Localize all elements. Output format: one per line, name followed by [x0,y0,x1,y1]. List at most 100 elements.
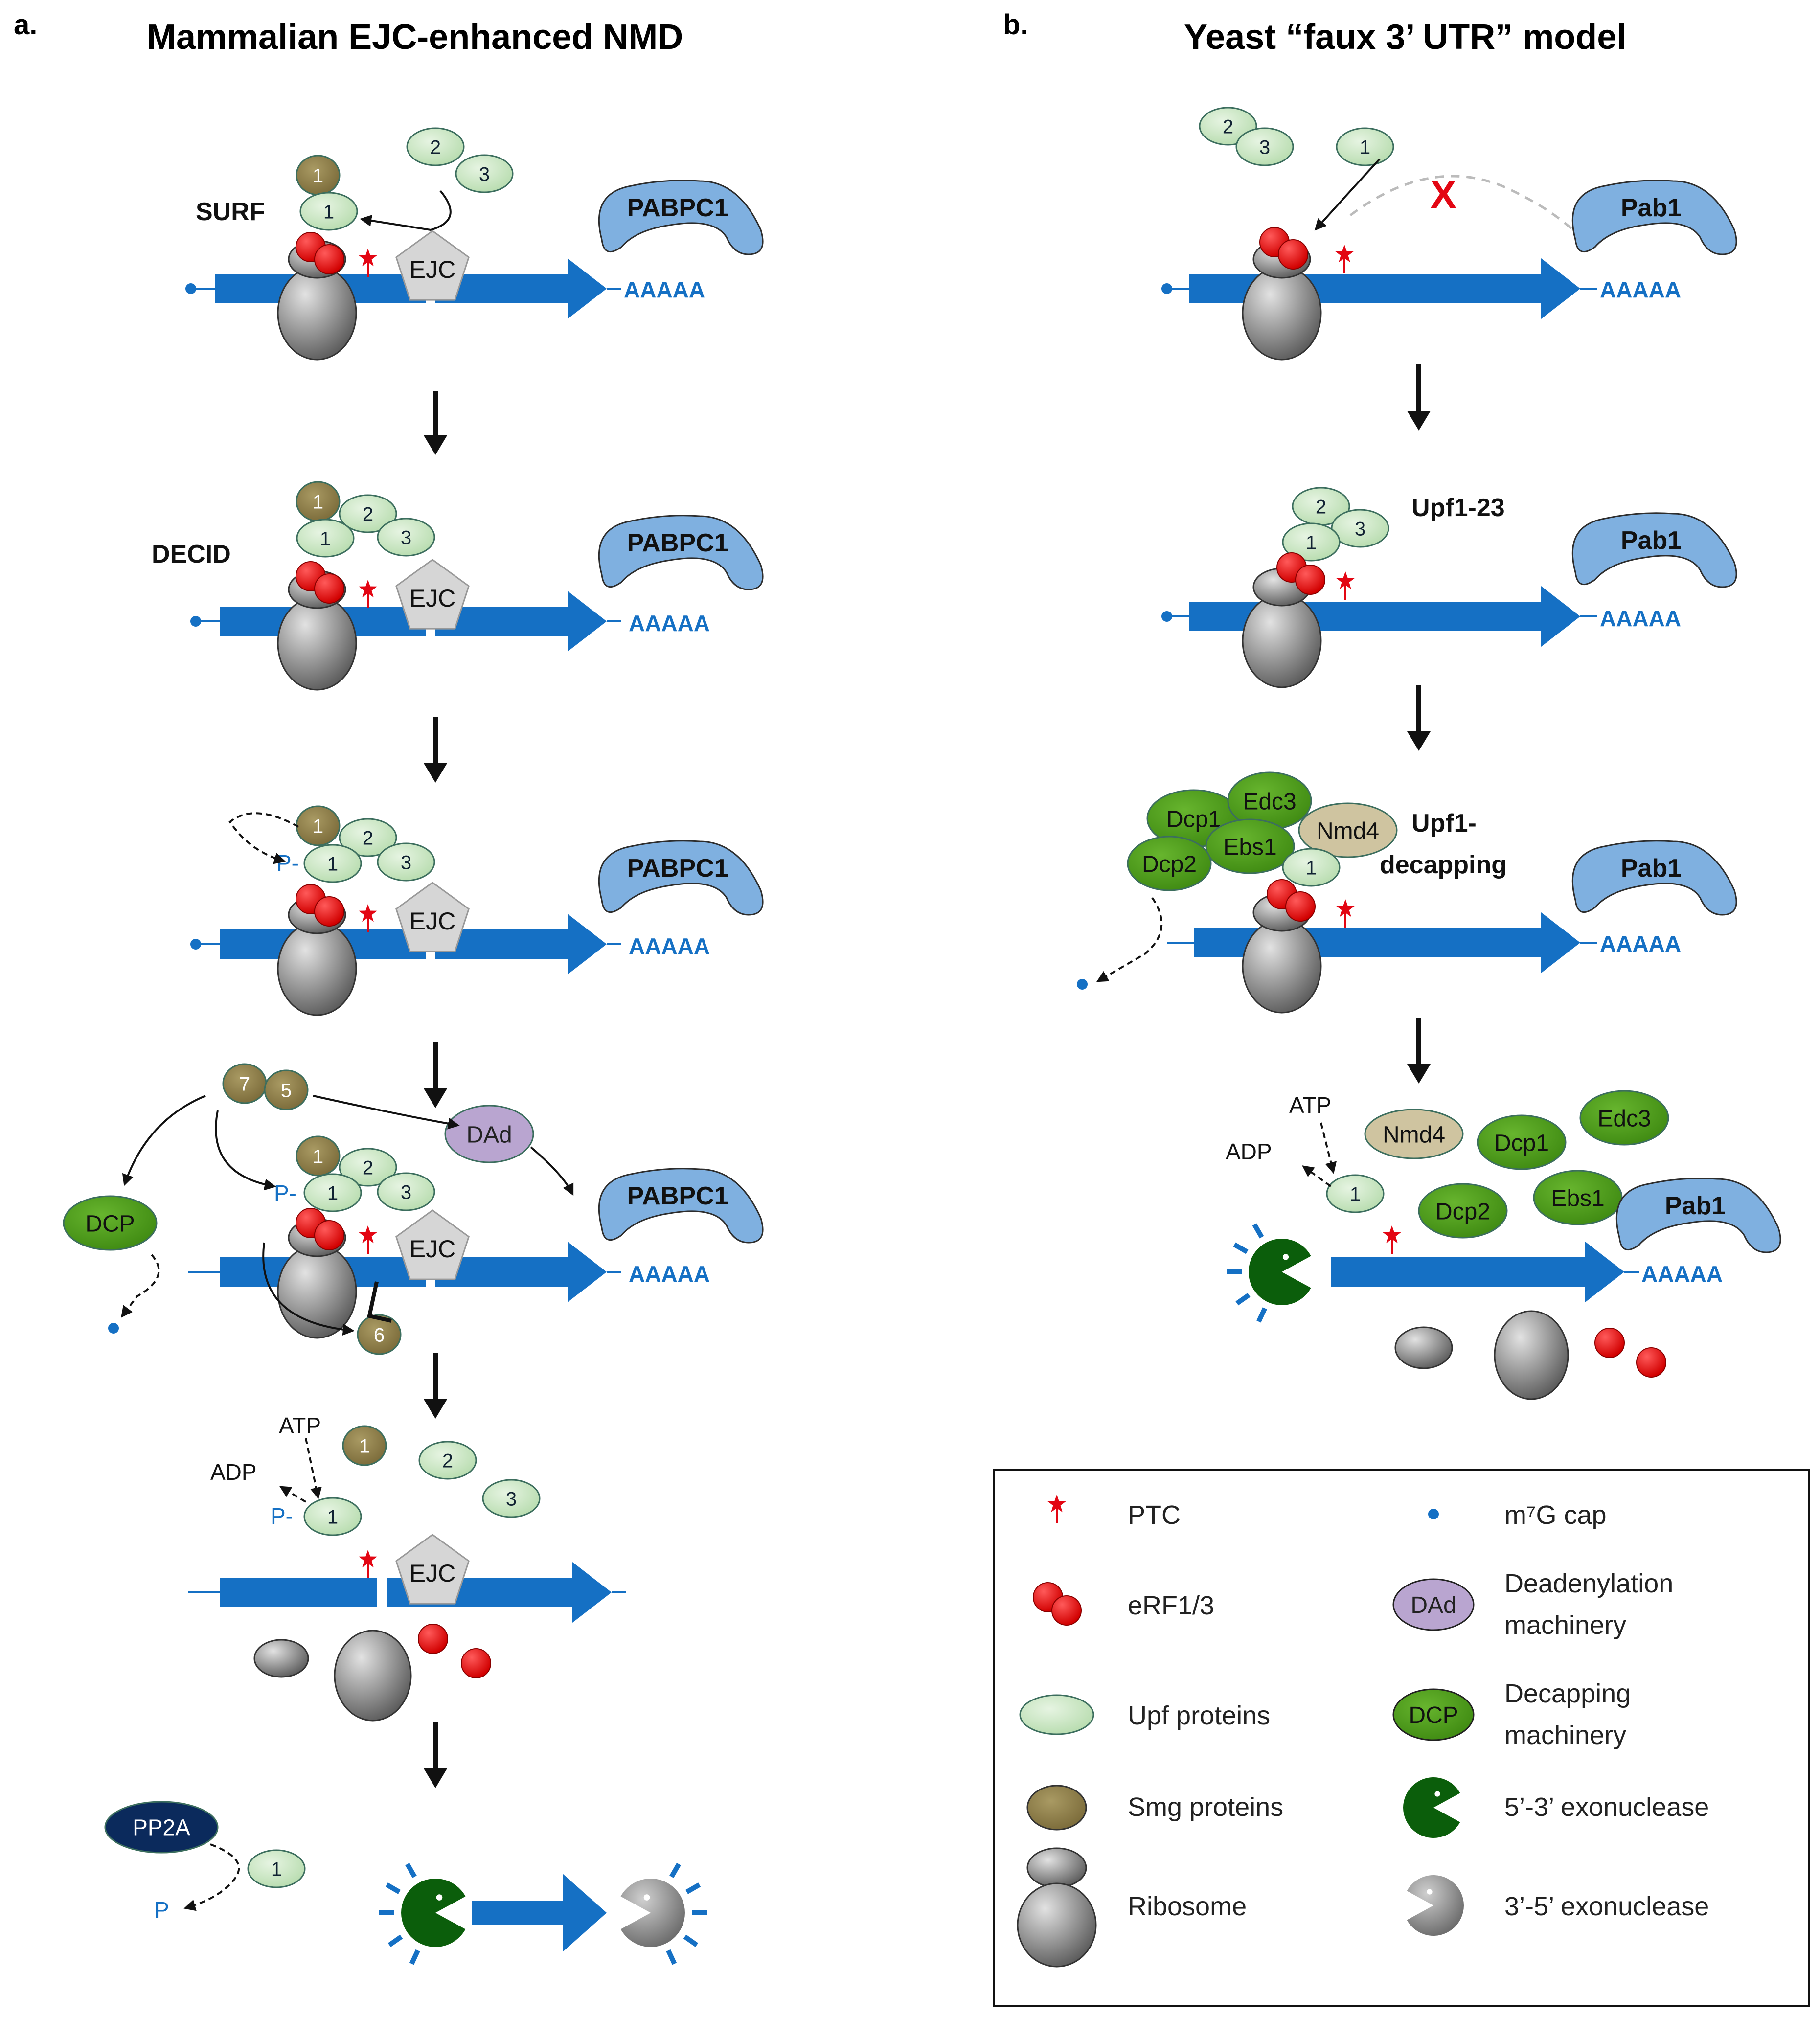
exonuclease-3to5-eye [643,1894,650,1901]
smg1-protein: 1 [342,1425,387,1466]
dcp2-protein-label: Dcp2 [1435,1199,1490,1224]
smg1-protein-label: 1 [359,1435,370,1457]
dad-complex-shape [444,1105,534,1163]
ptc-star-shape [1335,245,1354,263]
erf3 [1285,891,1316,922]
ribosome-large-subunit [1242,919,1322,1014]
ptc-star [359,1550,377,1578]
upf1-protein-shape [1282,848,1341,887]
upf2-protein-label: 2 [1316,496,1326,518]
pab1: Pab1 [1615,1178,1781,1253]
dad-to-pabp-arrow [530,1146,574,1196]
legend-dad-text: DAd [1410,1592,1456,1618]
mrna-body-3prime [435,591,607,652]
fragment [385,1882,401,1894]
nmd4-protein: Nmd4 [1298,802,1398,858]
mrna-body-3prime [435,914,607,975]
erf1 [418,1624,448,1654]
upf2-protein-shape [339,818,397,857]
legend-dcp-shape [1392,1688,1475,1741]
recruit-arrow [360,190,452,231]
upf1-protein-shape [296,519,355,558]
exonuclease-3to5-body [620,1879,685,1947]
edc3-protein: Edc3 [1579,1090,1669,1146]
pabp-shape [598,180,764,255]
ebs1-protein: Ebs1 [1205,818,1295,874]
legend-exo35-label: 3’-5’ exonuclease [1504,1892,1709,1921]
smg-to-upf1-arrow [215,1110,276,1191]
smg1-protein: 1 [296,155,341,196]
nmd4-protein-label: Nmd4 [1317,818,1379,844]
upf2-protein-label: 2 [363,827,373,849]
step-arrow [424,1042,447,1108]
pabp-label: PABPC1 [627,529,728,557]
legend-erf-label: eRF1/3 [1128,1591,1214,1620]
dcp2-protein: Dcp2 [1127,836,1212,891]
m7g-cap [1161,611,1172,622]
dad-complex-label: DAd [466,1122,512,1148]
step-arrow [424,717,447,783]
decapping-arrow [121,1254,160,1318]
upf1-protein-label: 1 [327,853,338,875]
upf1-protein: 1 [303,1497,362,1536]
upf3-protein-label: 3 [1259,136,1270,158]
legend-ribosome-small [1026,1847,1087,1888]
ejc-complex: EJC [395,882,470,952]
ejc-pentagon [395,1534,470,1605]
exonuclease-5to3-eye [1282,1254,1289,1260]
dcp2-protein-label: Dcp2 [1142,851,1197,877]
upf3-protein-shape [1235,127,1294,166]
fragment [1256,1307,1267,1323]
dcp2-protein-shape [1127,836,1212,891]
dad-complex: DAd [444,1105,534,1163]
smg1-protein-shape [296,1135,341,1177]
legend-dcp-label-2: machinery [1504,1721,1626,1750]
dcp1-protein-shape [1477,1114,1567,1170]
pab1-interaction-line [1349,175,1574,231]
erf1-3 [296,232,344,274]
pabp-shape [1571,180,1737,255]
phosphate-label: P [154,1897,169,1923]
ptc-star-shape [1336,571,1355,589]
ejc-pentagon [395,559,470,630]
pabp-shape [598,1168,764,1244]
upf1-protein: 1 [1282,848,1341,887]
polya-tail: AAAAA [1600,931,1681,956]
upf2-protein-label: 2 [363,1157,373,1178]
smg6-cleavage-mark [367,1281,392,1323]
adp-label: ADP [210,1459,257,1485]
ribosome-large-subunit [1242,266,1322,361]
fragment [666,1949,677,1965]
legend-dad-label-2: machinery [1504,1610,1626,1640]
mrna-strand [188,1562,626,1623]
adp-label: ADP [1226,1139,1272,1164]
dcp1-protein-label: Dcp1 [1494,1130,1549,1156]
upf2-protein: 2 [339,1148,397,1187]
edc3-protein-label: Edc3 [1597,1106,1651,1132]
ejc-pentagon [395,1209,470,1280]
smg1-protein: 1 [296,481,341,522]
pp2a-phosphatase-shape [104,1801,219,1854]
m7g-cap [108,1323,119,1334]
upf1-protein: 1 [1326,1174,1385,1213]
legend-ribosome-large [1017,1882,1097,1968]
ptc-star-shape [359,904,377,922]
panel-b-title: Yeast “faux 3’ UTR” model [1184,18,1626,57]
upf1-23-label: Upf1-23 [1411,494,1505,522]
ptc-star [359,1225,377,1254]
pabpc1: PABPC1 [598,515,764,590]
pabp-label: Pab1 [1665,1192,1726,1220]
ribosome-large-subunit [277,596,357,691]
ejc-pentagon [395,882,470,952]
panel-a-title: Mammalian EJC-enhanced NMD [147,18,683,57]
ptc-star-shape [359,580,377,598]
smg-to-dcp-arrow [122,1095,206,1186]
upf1-protein-shape [303,1173,362,1212]
erf1-3 [1267,879,1316,922]
upf1-protein-label: 1 [320,528,331,549]
legend-frame [993,1469,1810,2007]
exonuclease-5to3-eye [436,1894,443,1901]
ejc-label: EJC [410,585,455,612]
legend-ptc-star [1047,1495,1066,1523]
nmd4-protein-shape [1364,1109,1464,1159]
